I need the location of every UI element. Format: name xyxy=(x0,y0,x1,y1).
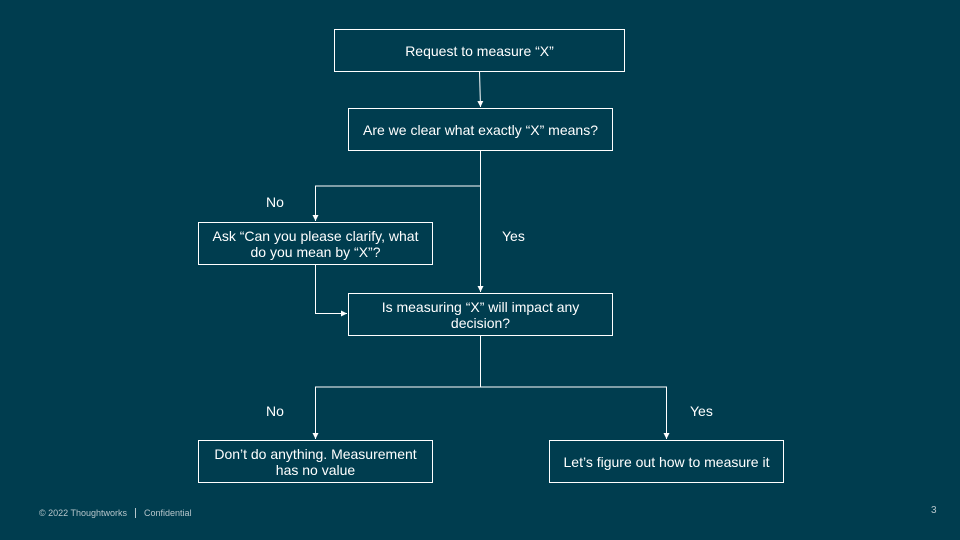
footer-separator xyxy=(135,508,137,518)
footer: © 2022 Thoughtworks Confidential xyxy=(39,508,192,518)
node-request: Request to measure “X” xyxy=(334,29,625,72)
arrow-ask-to-impact xyxy=(315,264,347,317)
edge-label-impact-yes: Yes xyxy=(690,403,713,419)
node-figure-out: Let’s figure out how to measure it xyxy=(549,440,784,483)
arrow-request-to-clear xyxy=(477,70,484,108)
arrow-impact-to-nothing xyxy=(312,335,481,439)
page-number: 3 xyxy=(931,505,937,516)
node-ask-clarify: Ask “Can you please clarify, what do you… xyxy=(198,222,433,265)
arrow-clear-to-ask xyxy=(312,150,481,221)
arrow-impact-to-figure xyxy=(480,386,670,439)
node-do-nothing: Don’t do anything. Measurement has no va… xyxy=(198,440,433,483)
edge-label-clear-no: No xyxy=(266,194,284,210)
footer-copyright: © 2022 Thoughtworks xyxy=(39,508,128,518)
edge-label-impact-no: No xyxy=(266,403,284,419)
footer-confidential: Confidential xyxy=(144,508,192,518)
edge-label-clear-yes: Yes xyxy=(502,228,525,244)
node-impact-question: Is measuring “X” will impact any decisio… xyxy=(348,293,613,336)
node-clear-question: Are we clear what exactly “X” means? xyxy=(348,108,613,151)
